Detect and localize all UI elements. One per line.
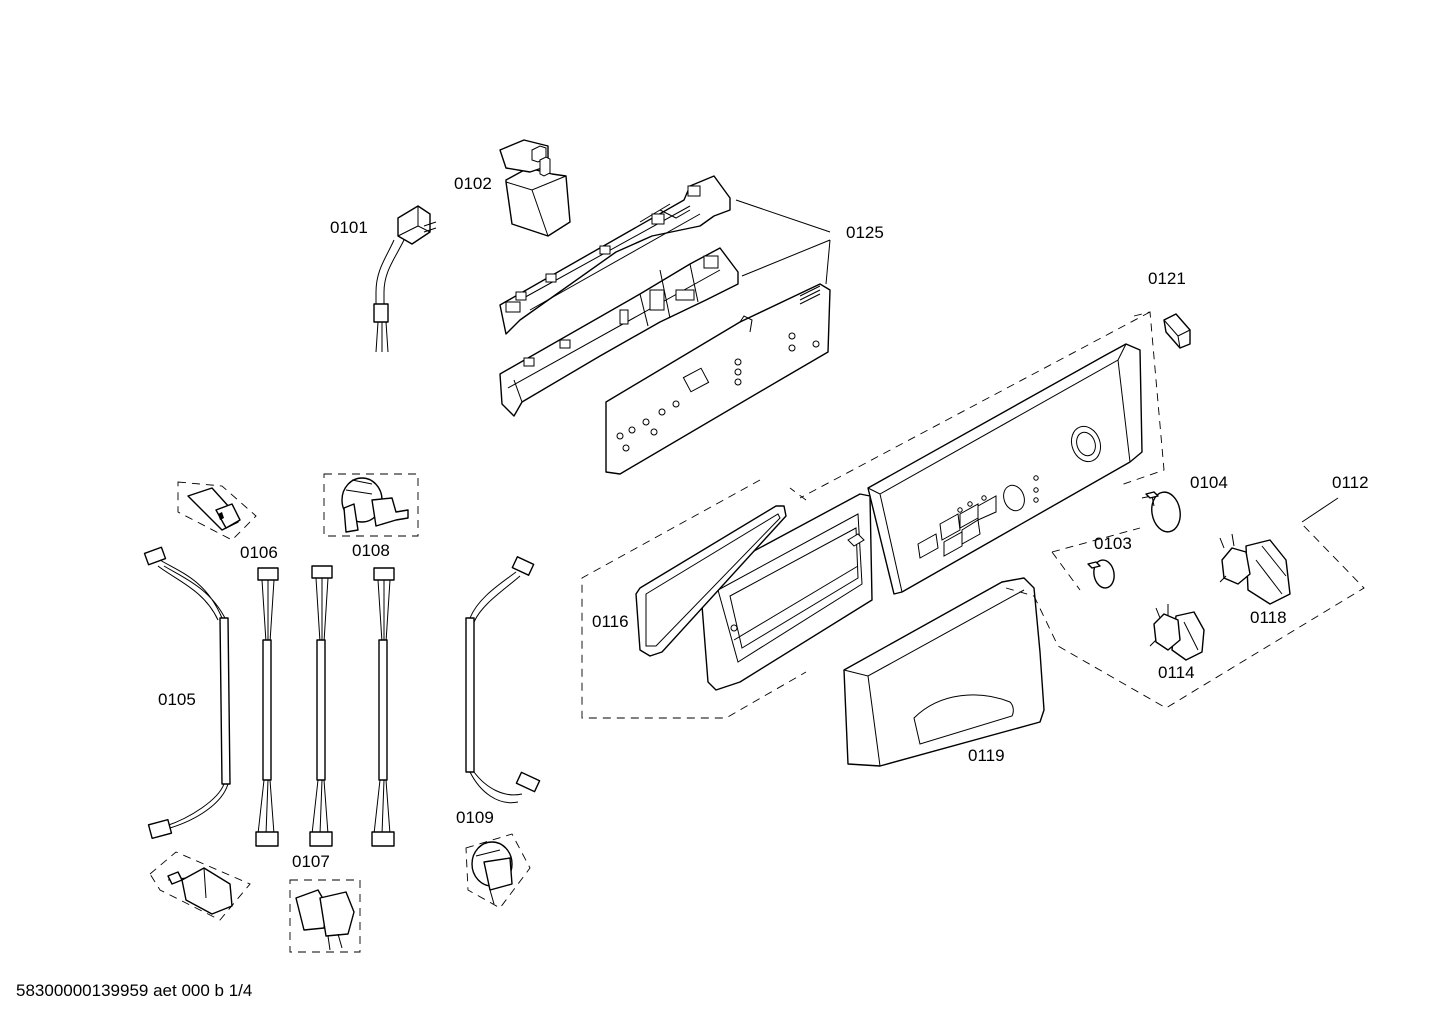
callout-0109: 0109 xyxy=(456,808,494,827)
part-0108-pressure-switch xyxy=(323,473,419,537)
callout-0118: 0118 xyxy=(1250,608,1287,627)
part-0106-sensor xyxy=(177,481,257,541)
part-0105-wiring-harness xyxy=(143,546,251,921)
part-0119-drawer-handle xyxy=(843,521,1365,767)
part-0118-program-knob xyxy=(1219,533,1291,605)
callout-0119: 0119 xyxy=(968,746,1005,765)
dashed-outline-fascia xyxy=(789,311,1165,501)
part-fascia-panel xyxy=(699,343,1143,691)
leader-lines xyxy=(1301,497,1339,523)
part-0107-wiring-harness xyxy=(255,565,395,953)
callout-0107: 0107 xyxy=(292,852,330,871)
callout-0112: 0112 xyxy=(1332,473,1369,492)
callout-0105: 0105 xyxy=(158,690,196,709)
part-0125-electronic-module xyxy=(499,175,831,475)
part-0109-wiring-harness xyxy=(465,556,541,909)
part-0116-seal xyxy=(581,479,807,719)
part-0121-bracket xyxy=(1163,313,1191,349)
callout-0121: 0121 xyxy=(1148,269,1186,288)
part-0102-filter xyxy=(499,139,571,237)
callout-0101: 0101 xyxy=(330,218,368,237)
callout-0116: 0116 xyxy=(592,612,629,631)
callout-0114: 0114 xyxy=(1158,663,1195,682)
part-0114-selector-knob xyxy=(1149,604,1205,661)
callout-0103: 0103 xyxy=(1094,534,1132,553)
callout-0102: 0102 xyxy=(454,174,492,193)
document-reference-footer: 58300000139959 aet 000 b 1/4 xyxy=(16,981,253,1000)
part-0101-power-cord xyxy=(373,205,437,353)
part-0103-small-knob xyxy=(1087,559,1115,589)
callout-0108: 0108 xyxy=(352,541,390,560)
callout-0106: 0106 xyxy=(240,543,278,562)
callout-0125: 0125 xyxy=(846,223,884,242)
callout-0104: 0104 xyxy=(1190,473,1228,492)
part-0104-knob xyxy=(1141,491,1181,533)
